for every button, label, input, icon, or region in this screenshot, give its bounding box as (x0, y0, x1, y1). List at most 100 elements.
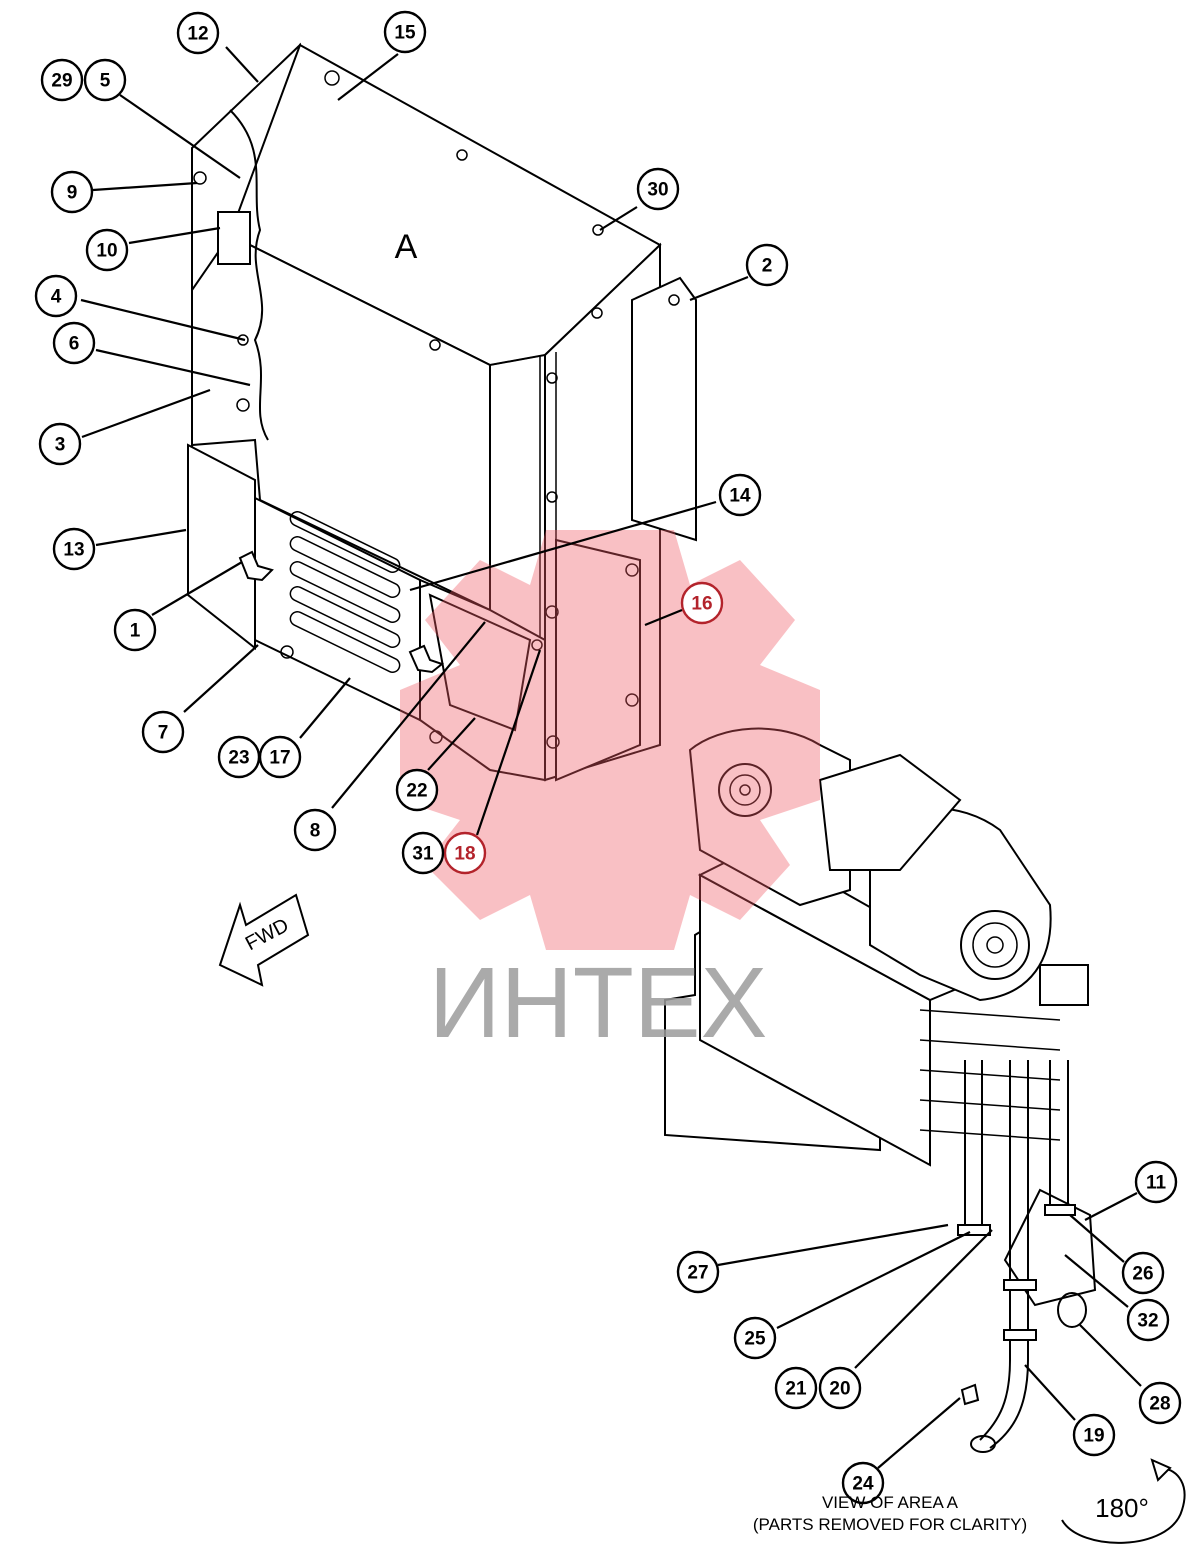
callout-label: 11 (1146, 1173, 1167, 1194)
side-bracket (631, 276, 697, 542)
callout-21: 21 (774, 1366, 818, 1410)
callout-circle (1138, 1381, 1182, 1425)
callout-4: 4 (34, 274, 78, 318)
callout-label: 25 (744, 1329, 766, 1350)
callout-circle (40, 58, 84, 102)
blower-motor (818, 753, 962, 871)
fasteners-upper (193, 70, 680, 749)
watermark: ИНТЕХ (400, 530, 820, 1059)
callout-label: 12 (187, 24, 208, 45)
callout-circle (383, 10, 427, 54)
callout-circle (745, 243, 789, 287)
callouts: 1234567891011121314151617181920212223242… (34, 10, 1182, 1505)
coolant-pipe-1 (964, 1060, 983, 1230)
callout-circle (443, 831, 487, 875)
callout-29: 29 (40, 58, 84, 102)
callout-label: 31 (412, 844, 434, 865)
housing-front-face (191, 233, 491, 612)
watermark-text: ИНТЕХ (429, 947, 768, 1059)
callout-circle (52, 321, 96, 365)
callout-circle (50, 170, 94, 214)
callout-circle (680, 581, 724, 625)
callout-circle (1126, 1298, 1170, 1342)
callout-31: 31 (401, 831, 445, 875)
callout-label: 8 (310, 821, 321, 842)
callout-circle (636, 167, 680, 211)
callout-label: 7 (158, 723, 169, 744)
fan-grille-left (718, 763, 772, 817)
side-plate (555, 538, 641, 782)
callout-label: 28 (1149, 1394, 1170, 1415)
callout-30: 30 (636, 167, 680, 211)
callout-10: 10 (85, 228, 129, 272)
cutaway-edge (229, 109, 269, 441)
callout-circle (293, 808, 337, 852)
callout-circle (1134, 1160, 1178, 1204)
callout-15: 15 (383, 10, 427, 54)
callout-28: 28 (1138, 1381, 1182, 1425)
filter-bracket (428, 593, 532, 732)
callout-label: 24 (852, 1474, 874, 1495)
callout-circle (217, 735, 261, 779)
callout-label: 10 (96, 241, 117, 262)
callout-label: 29 (51, 71, 72, 92)
upper-housing-assembly (187, 42, 697, 782)
callout-label: 30 (647, 180, 668, 201)
knob (238, 550, 274, 582)
lower-cover-panel (187, 443, 256, 651)
callout-23: 23 (217, 735, 261, 779)
callout-label: 21 (785, 1379, 807, 1400)
coolant-pipe-2 (979, 1060, 1029, 1449)
callout-8: 8 (293, 808, 337, 852)
callout-2: 2 (745, 243, 789, 287)
callout-20: 20 (818, 1366, 862, 1410)
clip (960, 1383, 980, 1406)
fan-grille-right (960, 910, 1030, 980)
callout-label: 5 (100, 71, 111, 92)
callout-label: 16 (691, 594, 712, 615)
callout-circle (141, 710, 185, 754)
callout-label: 22 (406, 781, 427, 802)
callout-circle (676, 1250, 720, 1294)
callout-7: 7 (141, 710, 185, 754)
rotation-label: 180° (1095, 1493, 1149, 1523)
callout-27: 27 (676, 1250, 720, 1294)
callout-circle (718, 473, 762, 517)
area-label: A (395, 228, 418, 266)
callout-11: 11 (1134, 1160, 1178, 1204)
callout-circle (774, 1366, 818, 1410)
heater-coil-fins (919, 1009, 1061, 1141)
callout-16: 16 (680, 581, 724, 625)
callout-label: 26 (1132, 1264, 1153, 1285)
callout-label: 20 (829, 1379, 850, 1400)
callout-label: 2 (762, 256, 773, 277)
callout-circle (401, 831, 445, 875)
louver-slats (289, 511, 401, 673)
callout-label: 15 (394, 23, 416, 44)
heater-blower-assembly (664, 727, 1097, 1453)
callout-label: 27 (687, 1263, 708, 1284)
caption-line-2: (PARTS REMOVED FOR CLARITY) (753, 1515, 1027, 1534)
callout-24: 24 (841, 1461, 885, 1505)
callout-label: 14 (729, 486, 751, 507)
caption-line-1: VIEW OF AREA A (822, 1493, 959, 1512)
callout-label: 19 (1083, 1426, 1104, 1447)
electrical-connector (1039, 964, 1089, 1006)
callout-label: 23 (228, 748, 249, 769)
hose-clamps (957, 1204, 1076, 1341)
callout-label: 18 (454, 844, 475, 865)
callout-label: 17 (269, 748, 290, 769)
leader-lines (80, 46, 1142, 1469)
callout-label: 9 (67, 183, 78, 204)
callout-32: 32 (1126, 1298, 1170, 1342)
callout-circle (818, 1366, 862, 1410)
callout-19: 19 (1072, 1413, 1116, 1457)
callout-circle (1121, 1251, 1165, 1295)
callout-label: 1 (130, 621, 141, 642)
knob-2 (408, 644, 445, 674)
callout-circle (34, 274, 78, 318)
forward-direction-arrow: FWD (218, 893, 310, 987)
callout-3: 3 (38, 422, 82, 466)
watermark-gear (400, 530, 820, 950)
callout-circle (85, 228, 129, 272)
